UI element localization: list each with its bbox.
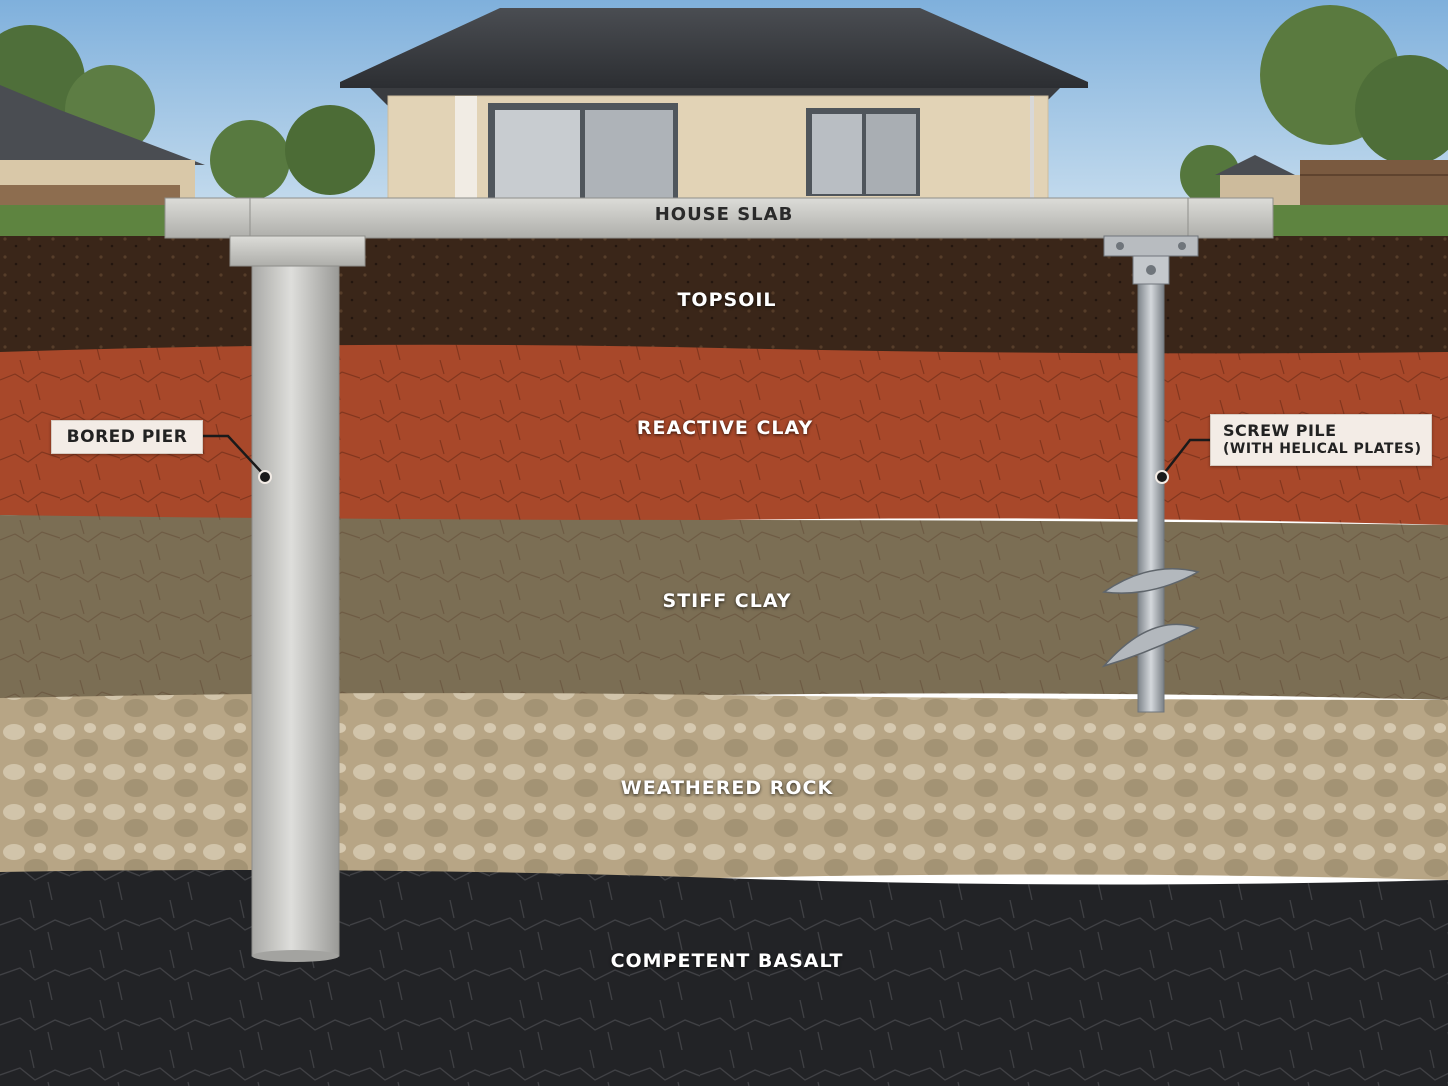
house-slab-label: HOUSE SLAB <box>654 204 794 225</box>
pier-shaft <box>251 265 340 957</box>
screw-pile-callout: SCREW PILE (WITH HELICAL PLATES) <box>1210 414 1432 466</box>
weathered-rock-texture <box>0 693 1448 881</box>
helical-plate-2 <box>1101 623 1200 668</box>
weathered-rock-label: WEATHERED ROCK <box>620 777 834 799</box>
helical-plate-1 <box>1101 567 1201 594</box>
trees-right <box>1180 5 1448 205</box>
screw-pile <box>1101 235 1201 713</box>
topsoil-label: TOPSOIL <box>677 289 777 311</box>
stiff-clay-label: STIFF CLAY <box>662 590 792 612</box>
screw-pile-callout-subtitle: (WITH HELICAL PLATES) <box>1223 441 1422 457</box>
pier-base <box>252 950 339 962</box>
bored-pier-callout: BORED PIER <box>51 420 203 454</box>
house <box>340 8 1088 201</box>
pier-cap <box>229 235 366 267</box>
reactive-clay-texture <box>0 344 1448 525</box>
competent-basalt-texture <box>0 870 1448 1086</box>
stiff-clay-texture <box>0 515 1448 700</box>
bored-pier <box>229 235 366 962</box>
screw-pile-callout-title: SCREW PILE <box>1223 421 1337 440</box>
house-slab <box>164 197 1274 239</box>
competent-basalt-label: COMPETENT BASALT <box>610 950 844 972</box>
reactive-clay-label: REACTIVE CLAY <box>636 417 814 439</box>
soil-layers <box>0 236 1448 1086</box>
callout-lines <box>203 434 1210 484</box>
